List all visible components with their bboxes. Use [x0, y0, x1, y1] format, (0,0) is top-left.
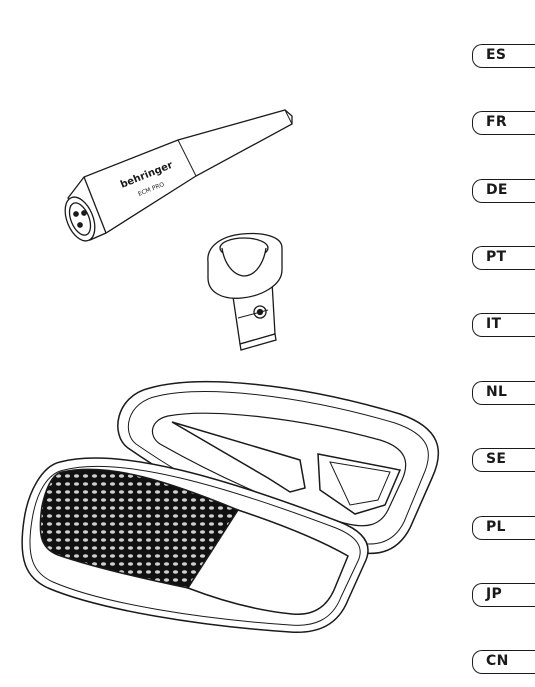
language-tab-nl[interactable]: NL — [472, 381, 535, 405]
language-tab-fr[interactable]: FR — [472, 111, 535, 135]
language-tab-de[interactable]: DE — [472, 179, 535, 203]
language-tab-cn[interactable]: CN — [472, 650, 535, 674]
carrying-case-illustration — [21, 381, 440, 634]
language-tab-es[interactable]: ES — [472, 44, 535, 68]
language-tab-column: ES FR DE PT IT NL SE PL JP CN — [472, 0, 535, 687]
language-tab-pl[interactable]: PL — [472, 516, 535, 540]
product-illustration: behringer ECM PRO — [21, 109, 440, 634]
language-tab-it[interactable]: IT — [472, 313, 535, 337]
mic-clip-illustration — [207, 232, 283, 351]
language-tab-pt[interactable]: PT — [472, 246, 535, 270]
microphone-illustration: behringer ECM PRO — [64, 109, 293, 242]
language-tab-jp[interactable]: JP — [472, 583, 535, 607]
language-tab-se[interactable]: SE — [472, 448, 535, 472]
